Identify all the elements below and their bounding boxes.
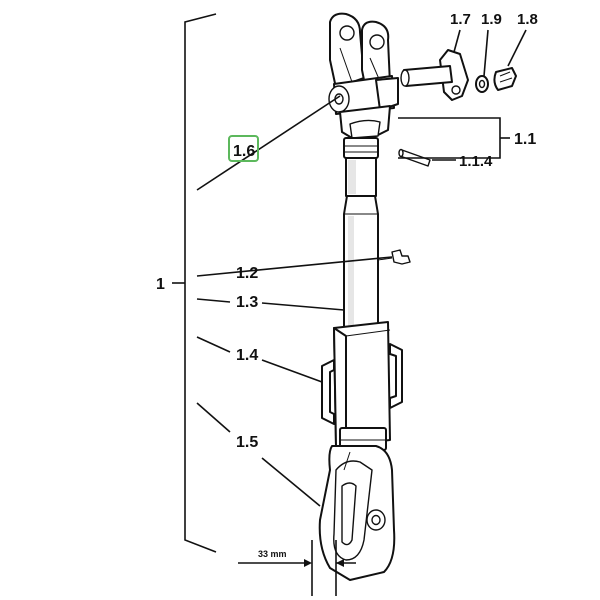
label-tube[interactable]: 1.3 xyxy=(236,294,258,311)
label-bolt[interactable]: 1.7 xyxy=(450,11,471,28)
dimension-arrow-left xyxy=(304,559,312,567)
handle-sleeve xyxy=(321,321,403,453)
label-screw[interactable]: 1.8 xyxy=(517,11,538,28)
label-joint[interactable]: 1.6 xyxy=(233,143,255,160)
bolt-part xyxy=(400,49,469,101)
label-handle[interactable]: 1.4 xyxy=(236,347,258,364)
main-tube xyxy=(343,195,379,331)
highlight-box xyxy=(228,135,259,162)
label-upper-head[interactable]: 1.1 xyxy=(514,131,536,148)
upper-joint-head xyxy=(328,12,399,197)
washer-part xyxy=(475,75,489,93)
dimension-33mm: 33 mm xyxy=(238,540,356,596)
label-assembly: 1 xyxy=(156,276,165,293)
label-pin[interactable]: 1.1.4 xyxy=(459,153,493,170)
callout-labels: 1 1.6 1.2 1.3 1.4 1.5 1.7 1.9 1.8 1.1 1.… xyxy=(156,11,538,451)
leader-lines xyxy=(196,29,527,507)
grease-nipple xyxy=(377,249,411,265)
dimension-label: 33 mm xyxy=(258,549,287,559)
label-washer[interactable]: 1.9 xyxy=(481,11,502,28)
lower-yoke xyxy=(318,445,396,581)
screw-part xyxy=(493,67,517,91)
label-grease-nipple[interactable]: 1.2 xyxy=(236,265,258,282)
label-lower-yoke[interactable]: 1.5 xyxy=(236,434,258,451)
assembly-bracket xyxy=(172,13,217,553)
